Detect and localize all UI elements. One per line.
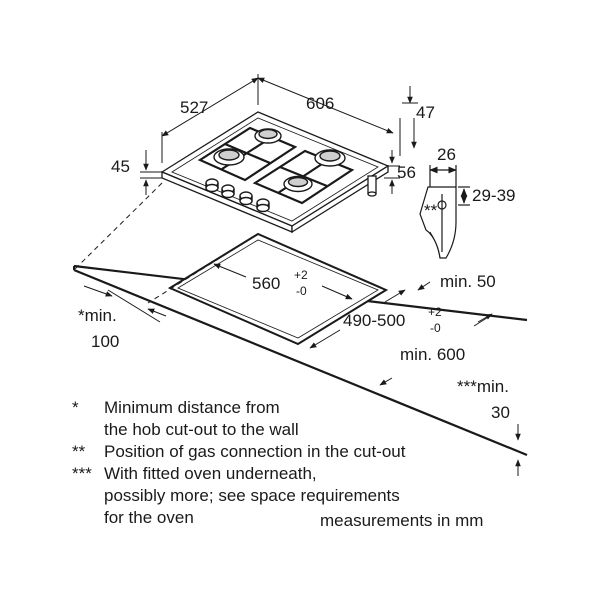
dim-hob-height: 45 — [111, 157, 130, 176]
burner-back-left — [254, 128, 282, 144]
dimension-labels: 527 606 45 47 56 26 29-39 ** 560 +2 -0 4… — [78, 94, 515, 422]
dim-hob-width: 606 — [306, 94, 334, 113]
hob-right-face — [291, 164, 389, 234]
dim-min-50: min. 50 — [440, 272, 496, 291]
knob-4 — [256, 198, 270, 213]
dim-cutout-width-tol-minus: -0 — [296, 284, 307, 298]
dim-wall-min-label: *min. — [78, 306, 117, 325]
footnotes: * Minimum distance from the hob cut-out … — [72, 398, 483, 530]
dim-gas-height: 29-39 — [472, 186, 515, 205]
hob-cutout — [167, 232, 389, 346]
footnote-3-line-3: for the oven — [104, 508, 194, 527]
dim-cutout-width: 560 — [252, 274, 280, 293]
footnote-3-line-1: With fitted oven underneath, — [104, 464, 317, 483]
dim-cutout-depth-tol-plus: +2 — [428, 305, 442, 319]
dim-cutout-width-main: 560 — [252, 274, 280, 293]
footnote-3-line-2: possibly more; see space requirements — [104, 486, 400, 505]
dim-oven-min-value: 30 — [491, 403, 510, 422]
knob-1 — [205, 178, 219, 193]
dim-cutout-width-tol-plus: +2 — [294, 268, 308, 282]
dim-cutout-depth: 490-500 — [343, 311, 405, 330]
dim-cutout-depth-main: 490-500 — [343, 311, 405, 330]
dim-min-600: min. 600 — [400, 345, 465, 364]
dim-gas-offset: 26 — [437, 145, 456, 164]
footnote-2-marker: ** — [72, 442, 86, 461]
dim-top-right: 47 — [416, 103, 435, 122]
knob-2 — [221, 184, 235, 199]
hob-drawing — [160, 111, 390, 234]
worktop-front-edge — [73, 268, 528, 457]
dim-hob-depth: 527 — [180, 98, 208, 117]
footnote-2-line-1: Position of gas connection in the cut-ou… — [104, 442, 406, 461]
footnote-1-line-1: Minimum distance from — [104, 398, 280, 417]
dim-right-side: 56 — [397, 163, 416, 182]
gas-connector — [367, 175, 377, 197]
footnote-3-marker: *** — [72, 464, 92, 483]
burner-front-right — [283, 175, 313, 193]
hob-dimension-lines — [140, 74, 418, 195]
control-knobs — [205, 178, 270, 213]
footnote-1-line-2: the hob cut-out to the wall — [104, 420, 299, 439]
worktop-dimension-lines — [83, 263, 521, 476]
dim-oven-min-label: ***min. — [457, 377, 509, 396]
gas-connection-detail — [419, 165, 470, 259]
burner-front-left — [213, 148, 245, 166]
burner-back-right — [314, 149, 346, 167]
dim-wall-min-value: 100 — [91, 332, 119, 351]
knob-3 — [239, 191, 253, 206]
gas-position-marker: ** — [424, 201, 438, 220]
units-note: measurements in mm — [320, 511, 483, 530]
worktop-drawing — [73, 182, 528, 457]
footnote-1-marker: * — [72, 398, 79, 417]
dim-cutout-depth-tol-minus: -0 — [430, 321, 441, 335]
